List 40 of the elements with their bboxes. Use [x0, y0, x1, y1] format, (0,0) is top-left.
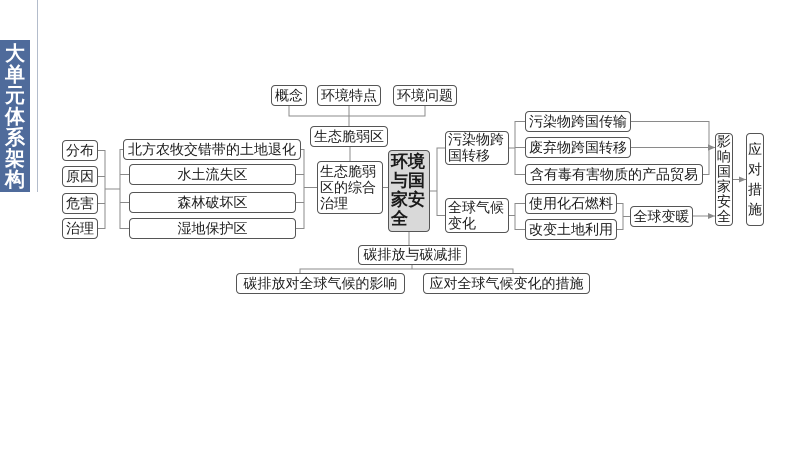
topic-box: 碳排放与碳减排 — [358, 245, 467, 265]
central-topic-box: 环境与国家安全 — [388, 150, 430, 232]
arrow — [692, 213, 716, 219]
connector-line — [98, 149, 130, 229]
topic-box: 环境特点 — [317, 85, 381, 106]
topic-box: 使用化石燃料 — [525, 193, 617, 214]
topic-box: 污染物跨国传输 — [525, 111, 631, 132]
topic-box: 全球气候变化 — [445, 198, 509, 233]
topic-box: 影响国家安全 — [715, 133, 733, 226]
topic-box: 森林破坏区 — [129, 192, 296, 213]
connector-line — [508, 148, 526, 175]
topic-box: 原因 — [62, 166, 98, 187]
topic-box: 含有毒有害物质的产品贸易 — [525, 164, 703, 185]
topic-box: 治理 — [62, 218, 98, 239]
topic-box: 环境问题 — [393, 85, 457, 106]
connector-line — [430, 190, 446, 216]
topic-box: 生态脆弱区 — [310, 126, 388, 147]
topic-box: 污染物跨国转移 — [445, 131, 509, 165]
connector-line — [508, 215, 526, 230]
connector-line — [382, 187, 388, 188]
topic-box: 改变土地利用 — [525, 219, 617, 240]
topic-box: 分布 — [62, 140, 98, 161]
topic-box: 北方农牧交错带的土地退化 — [123, 139, 301, 160]
topic-box: 概念 — [271, 85, 307, 106]
connector-line — [616, 216, 630, 230]
arrow — [732, 176, 746, 182]
topic-box: 全球变暖 — [630, 206, 693, 227]
topic-box: 生态脆弱区的综合治理 — [317, 161, 383, 214]
topic-box: 应对全球气候变化的措施 — [423, 273, 590, 294]
topic-box: 废弃物跨国转移 — [525, 137, 631, 158]
topic-box: 水土流失区 — [129, 164, 296, 185]
topic-box: 湿地保护区 — [129, 218, 296, 239]
topic-box: 危害 — [62, 193, 98, 214]
title-band: 大单元体系架构 — [0, 40, 30, 192]
connector-line — [348, 106, 426, 126]
topic-box: 应对措施 — [746, 133, 764, 226]
arrow — [702, 144, 716, 175]
connector-line — [408, 232, 410, 246]
connector-line — [296, 187, 318, 229]
topic-box: 碳排放对全球气候的影响 — [236, 273, 405, 294]
